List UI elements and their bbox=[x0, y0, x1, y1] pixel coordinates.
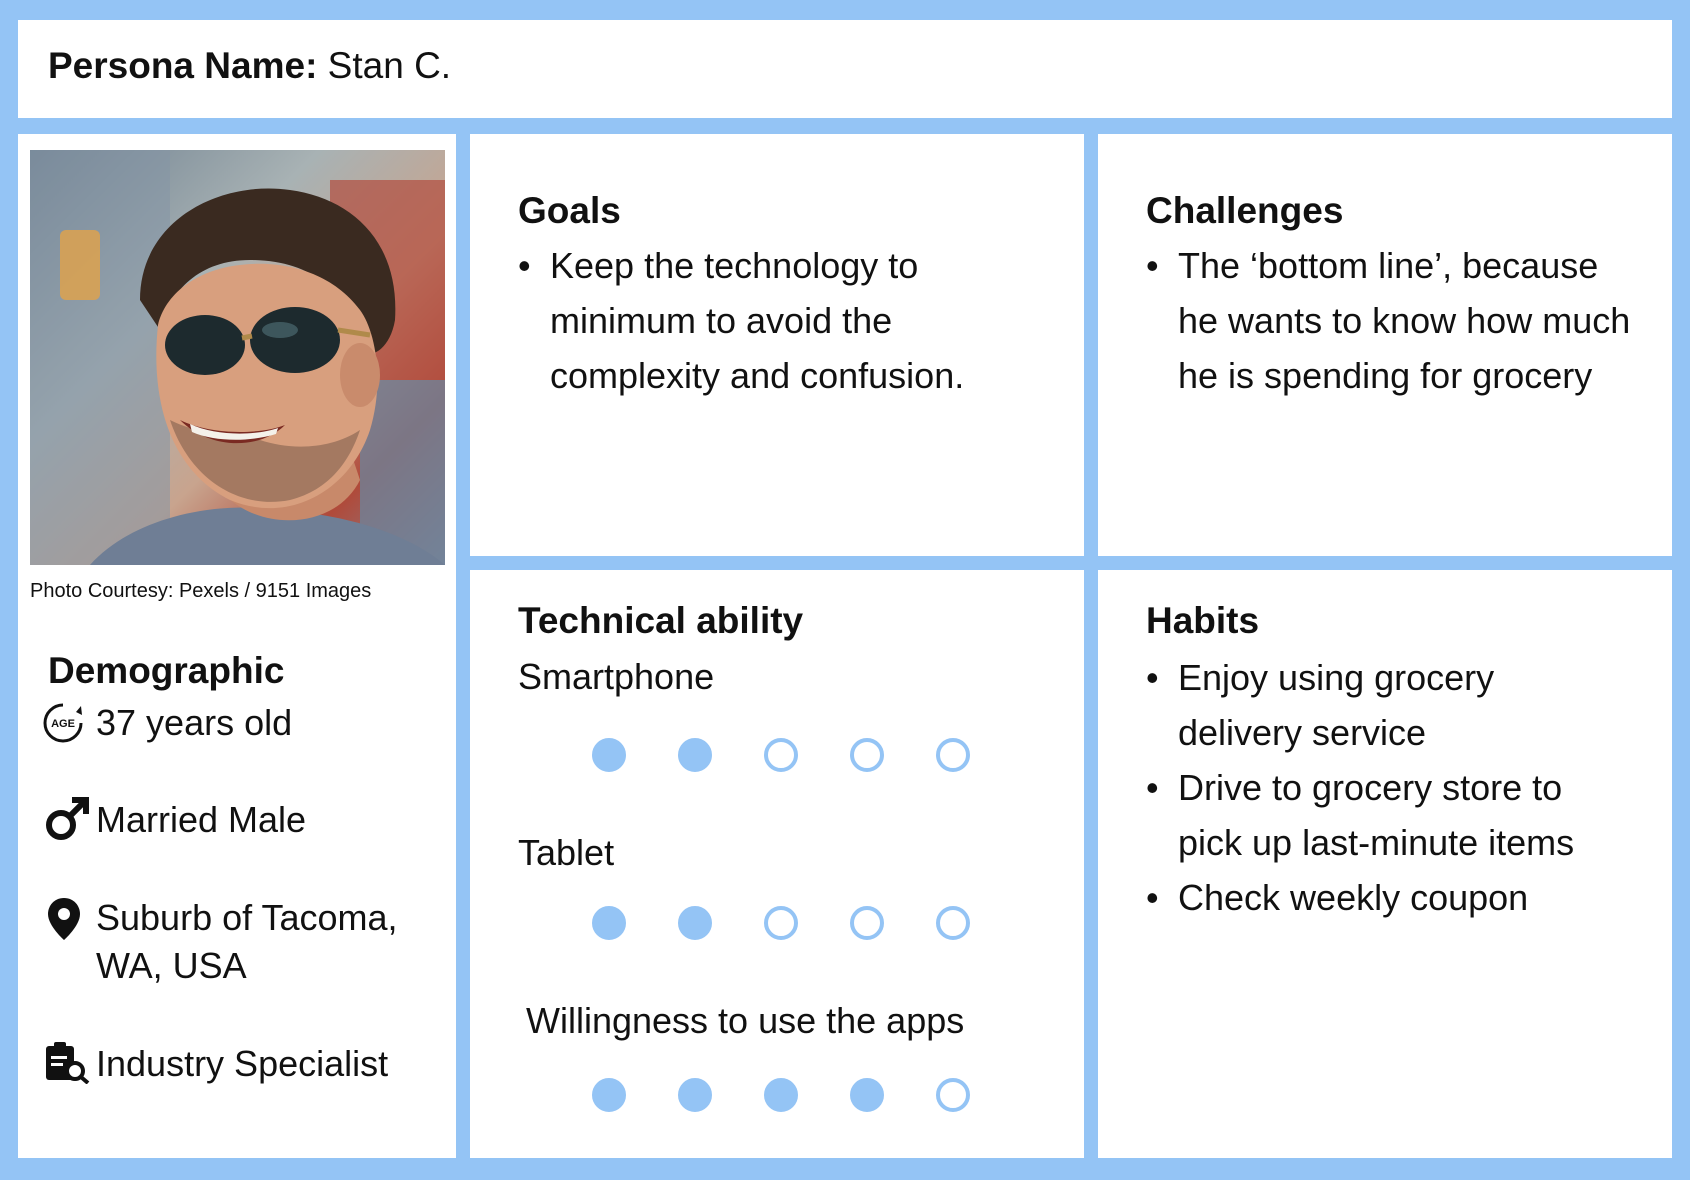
challenges-title: Challenges bbox=[1146, 190, 1344, 231]
column-divider-2 bbox=[1084, 118, 1098, 1180]
row-divider bbox=[456, 556, 1690, 570]
column-divider-1 bbox=[456, 118, 470, 1180]
habits-list: Enjoy using grocery delivery service Dri… bbox=[1146, 650, 1606, 925]
smartphone-label: Smartphone bbox=[518, 656, 715, 697]
goals-list: Keep the technology to minimum to avoid … bbox=[518, 238, 1018, 403]
tablet-label: Tablet bbox=[518, 832, 615, 873]
habits-item: Enjoy using grocery delivery service bbox=[1146, 650, 1606, 760]
frame-bottom-band bbox=[0, 1158, 1690, 1180]
rating-dot-empty bbox=[936, 1078, 970, 1112]
habits-title: Habits bbox=[1146, 600, 1260, 641]
technical-title: Technical ability bbox=[518, 600, 804, 641]
persona-photo-illustration bbox=[30, 150, 445, 565]
habits-item: Check weekly coupon bbox=[1146, 870, 1606, 925]
rating-dot-filled bbox=[592, 906, 626, 940]
rating-dot-filled bbox=[678, 1078, 712, 1112]
rating-dot-filled bbox=[764, 1078, 798, 1112]
rating-dot-filled bbox=[592, 1078, 626, 1112]
challenges-item: The ‘bottom line’, because he wants to k… bbox=[1146, 238, 1646, 403]
rating-dot-empty bbox=[936, 906, 970, 940]
rating-dot-filled bbox=[678, 906, 712, 940]
goals-title: Goals bbox=[518, 190, 621, 231]
willingness-label: Willingness to use the apps bbox=[526, 1000, 965, 1041]
age-icon-label: AGE bbox=[51, 718, 75, 730]
challenges-list: The ‘bottom line’, because he wants to k… bbox=[1146, 238, 1646, 403]
header-divider bbox=[0, 118, 1690, 134]
demographic-occupation: Industry Specialist bbox=[96, 1043, 389, 1084]
frame-right-band bbox=[1672, 0, 1690, 1180]
goals-item: Keep the technology to minimum to avoid … bbox=[518, 238, 1018, 403]
rating-dot-empty bbox=[764, 738, 798, 772]
rating-dot-empty bbox=[936, 738, 970, 772]
smartphone-rating bbox=[592, 738, 1022, 772]
location-pin-icon bbox=[46, 896, 82, 947]
rating-dot-empty bbox=[764, 906, 798, 940]
habits-item: Drive to grocery store to pick up last-m… bbox=[1146, 760, 1606, 870]
rating-dot-empty bbox=[850, 906, 884, 940]
persona-name-label: Persona Name: bbox=[48, 45, 318, 86]
demographic-location-line2: WA, USA bbox=[96, 945, 247, 986]
demographic-age: 37 years old bbox=[96, 702, 293, 743]
demographic-gender: Married Male bbox=[96, 799, 307, 840]
persona-name-heading: Persona Name: Stan C. bbox=[48, 44, 451, 88]
frame-top-band bbox=[0, 0, 1690, 20]
willingness-rating bbox=[592, 1078, 1022, 1112]
persona-photo bbox=[30, 150, 445, 565]
rating-dot-filled bbox=[850, 1078, 884, 1112]
age-icon: AGE bbox=[42, 702, 84, 749]
frame-left-band bbox=[0, 0, 18, 1180]
demographic-title: Demographic bbox=[48, 650, 285, 691]
tablet-rating bbox=[592, 906, 1022, 940]
male-icon bbox=[44, 796, 90, 847]
persona-name-value: Stan C. bbox=[327, 45, 452, 86]
demographic-location-line1: Suburb of Tacoma, bbox=[96, 897, 398, 938]
rating-dot-filled bbox=[592, 738, 626, 772]
photo-credit: Photo Courtesy: Pexels / 9151 Images bbox=[30, 580, 372, 602]
rating-dot-empty bbox=[850, 738, 884, 772]
clipboard-search-icon bbox=[44, 1040, 90, 1089]
rating-dot-filled bbox=[678, 738, 712, 772]
